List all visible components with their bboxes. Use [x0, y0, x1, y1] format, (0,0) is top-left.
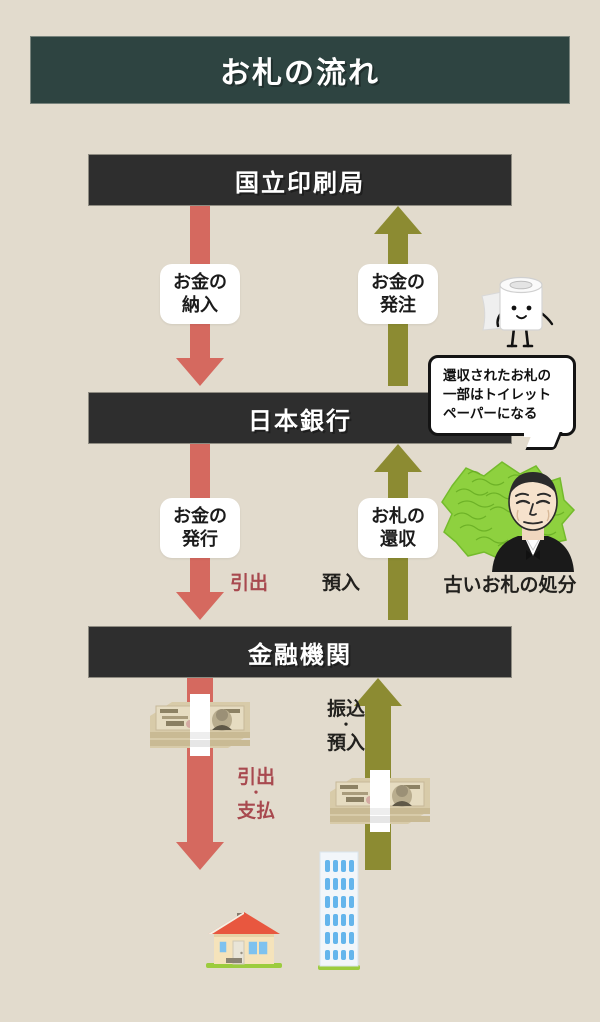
flow-label-line2: 納入: [182, 295, 218, 317]
bubble-tail-cap: [524, 429, 556, 438]
page-title: お札の流れ: [220, 56, 380, 91]
caption-separator-dot: ・: [339, 718, 353, 734]
flow-label-line2: 発行: [182, 529, 218, 551]
flow-label-line2: 還収: [380, 529, 416, 551]
page-title-banner: お札の流れ: [30, 36, 570, 104]
bubble-line-1: 還収されたお札の: [443, 368, 551, 384]
caption-deposit-to-boj: 預入: [321, 572, 360, 594]
caption-line-1: 引出: [236, 766, 275, 788]
speech-bubble-toilet-paper: 還収されたお札の 一部はトイレット ペーパーになる: [428, 355, 576, 451]
house-icon: [204, 908, 284, 970]
flow-label-line1: お金の: [371, 272, 425, 293]
stage-label: 国立印刷局: [235, 168, 365, 197]
flow-label-line2: 発注: [380, 295, 416, 317]
flow-label-issue: お金の 発行: [160, 498, 240, 559]
caption-line-1: 振込: [326, 698, 365, 720]
stage-label: 日本銀行: [248, 406, 352, 435]
flow-label-line1: お札の: [371, 506, 425, 527]
toilet-paper-mascot-icon: [476, 272, 572, 350]
caption-line-2: 預入: [326, 732, 365, 755]
flow-label-payment: お金の 納入: [160, 264, 240, 325]
banknote-portrait-icon: [492, 472, 574, 572]
bubble-line-3: ペーパーになる: [443, 406, 538, 423]
caption-withdraw-from-boj: 引出: [229, 572, 268, 594]
flow-label-return: お札の 還収: [358, 498, 438, 559]
flow-label-line1: お金の: [173, 272, 227, 293]
money-bundle-icon: [146, 694, 254, 756]
office-building-icon: [316, 850, 362, 972]
caption-transfer-and-deposit: 振込 ・ 預入: [314, 698, 378, 755]
flow-label-line1: お金の: [173, 506, 227, 527]
caption-separator-dot: ・: [249, 786, 263, 802]
caption-old-note-disposal: 古いお札の処分: [443, 574, 577, 596]
flow-label-order: お金の 発注: [358, 264, 438, 325]
caption-withdraw-and-pay: 引出 ・ 支払: [224, 766, 288, 823]
stage-financial-institution: 金融機関: [88, 626, 512, 678]
caption-line-2: 支払: [236, 800, 275, 823]
stage-national-printing-bureau: 国立印刷局: [88, 154, 512, 206]
old-note-disposal-illustration: [432, 452, 584, 572]
stage-label: 金融機関: [248, 640, 352, 669]
bubble-line-2: 一部はトイレット: [443, 387, 551, 404]
money-bundle-icon: [326, 770, 434, 832]
